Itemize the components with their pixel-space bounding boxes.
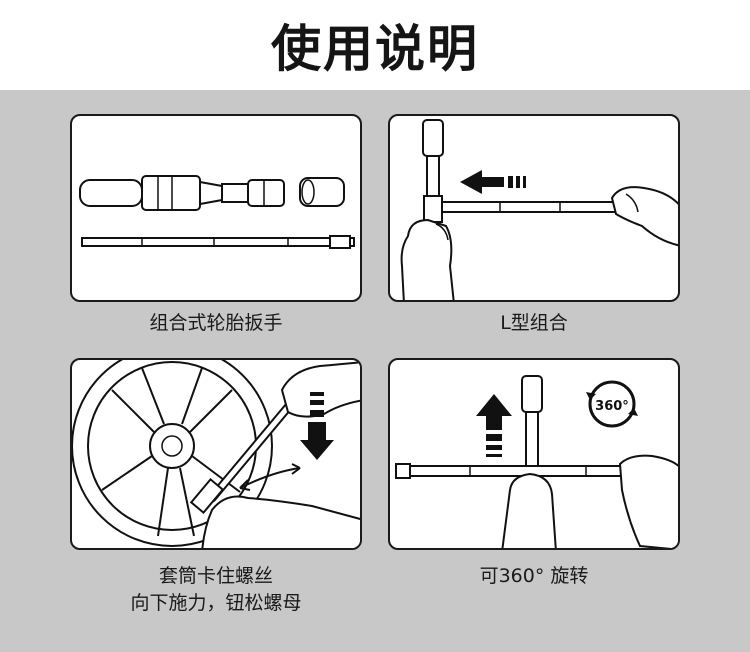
wrench-parts-illustration: [79, 175, 355, 249]
step-3-caption: 套筒卡住螺丝 向下施力，钮松螺母: [70, 563, 362, 617]
page-title: 使用说明: [271, 20, 479, 78]
step-3-caption-line-1: 套筒卡住螺丝: [158, 565, 273, 587]
panel-loosen-nut: [70, 358, 362, 550]
step-2-caption: L型组合: [500, 312, 568, 334]
step-4-caption: 可360° 旋转: [479, 565, 589, 587]
header: 使用说明: [0, 0, 750, 90]
step-1-caption: 组合式轮胎扳手: [149, 312, 283, 334]
panel-rotate-360: 360°: [388, 358, 680, 550]
l-shape-illustration: [400, 119, 678, 300]
rotation-360-label: 360°: [595, 399, 629, 414]
panel-wrench-parts: [70, 114, 362, 302]
panel-l-shape: [388, 114, 680, 302]
step-3-caption-line-2: 向下施力，钮松螺母: [130, 592, 302, 614]
rotate-360-illustration: 360°: [395, 375, 678, 548]
loosen-nut-illustration: [72, 360, 360, 548]
